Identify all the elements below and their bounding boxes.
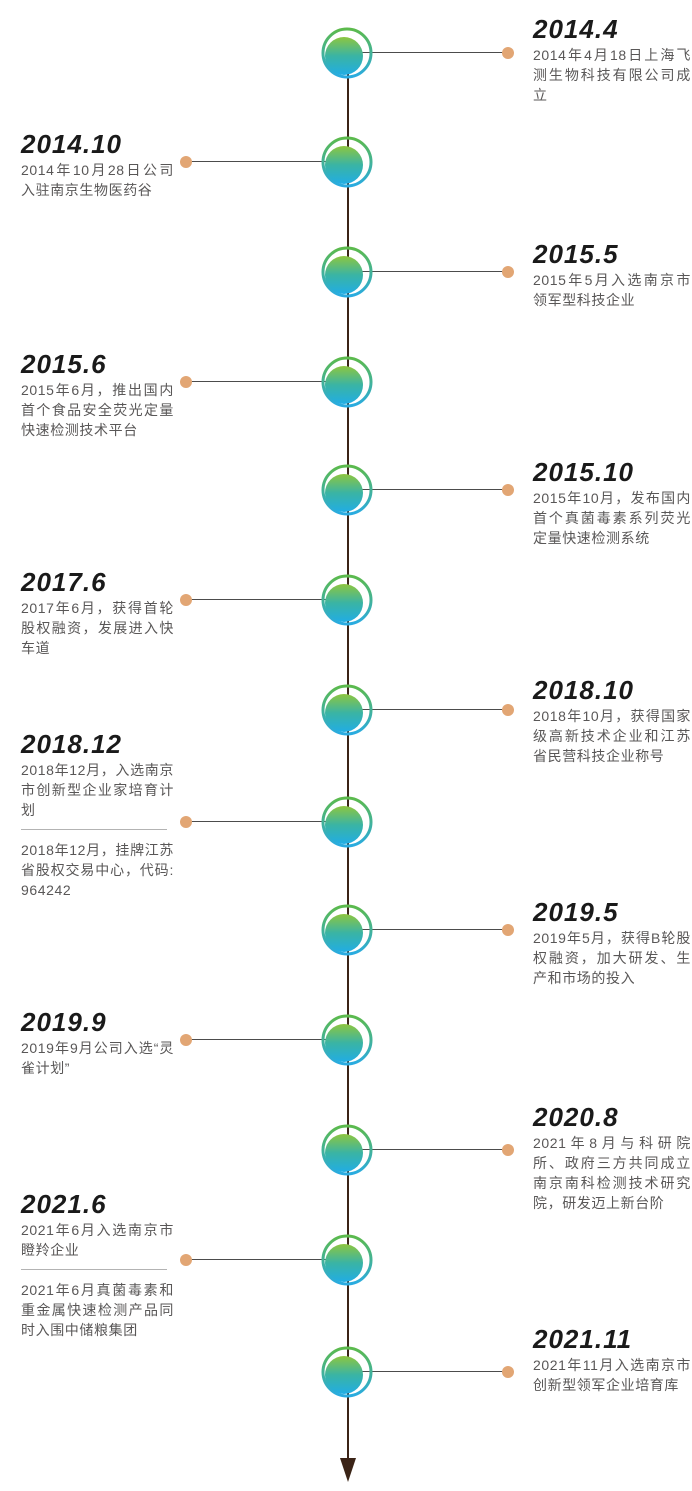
timeline-node-icon	[321, 904, 373, 956]
connector-dot	[180, 1034, 192, 1046]
entry-description: 2014年10月28日公司入驻南京生物医药谷	[21, 162, 174, 198]
entry-description: 2021年11月入选南京市创新型领军企业培育库	[533, 1357, 691, 1393]
connector-line	[186, 381, 348, 382]
entry-description: 2021年8月与科研院所、政府三方共同成立南京南科检测技术研究院，研发迈上新台阶	[533, 1135, 691, 1211]
timeline-node-icon	[321, 574, 373, 626]
entry-year: 2018.12	[21, 729, 122, 759]
connector-line	[348, 271, 508, 272]
entry-text-block: 2017.6 2017年6月，获得首轮股权融资，发展进入快车道	[21, 569, 174, 658]
entry-text-block: 2015.10 2015年10月，发布国内首个真菌毒素系列荧光定量快速检测系统	[533, 459, 691, 548]
entry-year: 2015.10	[533, 457, 634, 487]
timeline-node-icon	[321, 136, 373, 188]
connector-dot	[180, 594, 192, 606]
entry-text-block: 2014.4 2014年4月18日上海飞测生物科技有限公司成立	[533, 16, 691, 105]
entry-description: 2015年5月入选南京市领军型科技企业	[533, 272, 691, 308]
paragraph-divider	[21, 829, 167, 830]
entry-year: 2020.8	[533, 1102, 619, 1132]
connector-dot	[180, 376, 192, 388]
entry-year: 2015.6	[21, 349, 107, 379]
entry-year: 2014.10	[21, 129, 122, 159]
entry-year: 2019.5	[533, 897, 619, 927]
entry-year: 2021.11	[533, 1324, 633, 1354]
connector-line	[348, 489, 508, 490]
timeline-node-icon	[321, 1014, 373, 1066]
entry-description: 2014年4月18日上海飞测生物科技有限公司成立	[533, 47, 691, 103]
connector-dot	[502, 47, 514, 59]
entry-description: 2019年5月，获得B轮股权融资，加大研发、生产和市场的投入	[533, 930, 691, 986]
entry-year: 2021.6	[21, 1189, 107, 1219]
entry-text-block: 2014.10 2014年10月28日公司入驻南京生物医药谷	[21, 131, 174, 200]
connector-line	[186, 599, 348, 600]
entry-year: 2015.5	[533, 239, 619, 269]
entry-description: 2015年6月，推出国内首个食品安全荧光定量快速检测技术平台	[21, 382, 174, 438]
timeline-node-icon	[321, 246, 373, 298]
entry-text-block: 2019.9 2019年9月公司入选“灵雀计划”	[21, 1009, 174, 1078]
entry-description: 2015年10月，发布国内首个真菌毒素系列荧光定量快速检测系统	[533, 490, 691, 546]
down-arrow-icon	[340, 1458, 356, 1482]
entry-description: 2021年6月入选南京市瞪羚企业	[21, 1222, 174, 1258]
connector-line	[348, 709, 508, 710]
connector-line	[186, 1039, 348, 1040]
entry-text-block: 2018.12 2018年12月，入选南京市创新型企业家培育计划 2018年12…	[21, 731, 174, 900]
connector-dot	[502, 1366, 514, 1378]
entry-text-block: 2018.10 2018年10月，获得国家级高新技术企业和江苏省民营科技企业称号	[533, 677, 691, 766]
entry-text-block: 2020.8 2021年8月与科研院所、政府三方共同成立南京南科检测技术研究院，…	[533, 1104, 691, 1213]
connector-dot	[180, 1254, 192, 1266]
connector-line	[186, 821, 348, 822]
connector-line	[348, 1371, 508, 1372]
entry-year: 2019.9	[21, 1007, 107, 1037]
entry-text-block: 2015.5 2015年5月入选南京市领军型科技企业	[533, 241, 691, 310]
entry-description: 2017年6月，获得首轮股权融资，发展进入快车道	[21, 600, 174, 656]
connector-dot	[180, 816, 192, 828]
connector-line	[186, 161, 348, 162]
connector-line	[348, 929, 508, 930]
timeline-node-icon	[321, 796, 373, 848]
entry-description: 2021年6月真菌毒素和重金属快速检测产品同时入围中储粮集团	[21, 1282, 174, 1338]
timeline-node-icon	[321, 464, 373, 516]
entry-text-block: 2019.5 2019年5月，获得B轮股权融资，加大研发、生产和市场的投入	[533, 899, 691, 988]
entry-description: 2018年10月，获得国家级高新技术企业和江苏省民营科技企业称号	[533, 708, 691, 764]
entry-text-block: 2021.11 2021年11月入选南京市创新型领军企业培育库	[533, 1326, 691, 1395]
timeline-node-icon	[321, 1346, 373, 1398]
connector-line	[348, 1149, 508, 1150]
timeline-node-icon	[321, 1124, 373, 1176]
timeline-node-icon	[321, 27, 373, 79]
connector-dot	[502, 484, 514, 496]
connector-dot	[502, 924, 514, 936]
connector-line	[186, 1259, 348, 1260]
entry-year: 2018.10	[533, 675, 634, 705]
entry-text-block: 2021.6 2021年6月入选南京市瞪羚企业 2021年6月真菌毒素和重金属快…	[21, 1191, 174, 1340]
timeline-axis	[347, 53, 349, 1459]
entry-year: 2017.6	[21, 567, 107, 597]
connector-dot	[502, 704, 514, 716]
entry-description: 2018年12月，入选南京市创新型企业家培育计划	[21, 762, 174, 818]
connector-line	[348, 52, 508, 53]
connector-dot	[180, 156, 192, 168]
timeline-node-icon	[321, 1234, 373, 1286]
entry-description: 2019年9月公司入选“灵雀计划”	[21, 1040, 174, 1076]
timeline-node-icon	[321, 684, 373, 736]
paragraph-divider	[21, 1269, 167, 1270]
entry-description: 2018年12月，挂牌江苏省股权交易中心，代码: 964242	[21, 842, 174, 898]
connector-dot	[502, 266, 514, 278]
timeline-node-icon	[321, 356, 373, 408]
entry-text-block: 2015.6 2015年6月，推出国内首个食品安全荧光定量快速检测技术平台	[21, 351, 174, 440]
connector-dot	[502, 1144, 514, 1156]
entry-year: 2014.4	[533, 14, 619, 44]
